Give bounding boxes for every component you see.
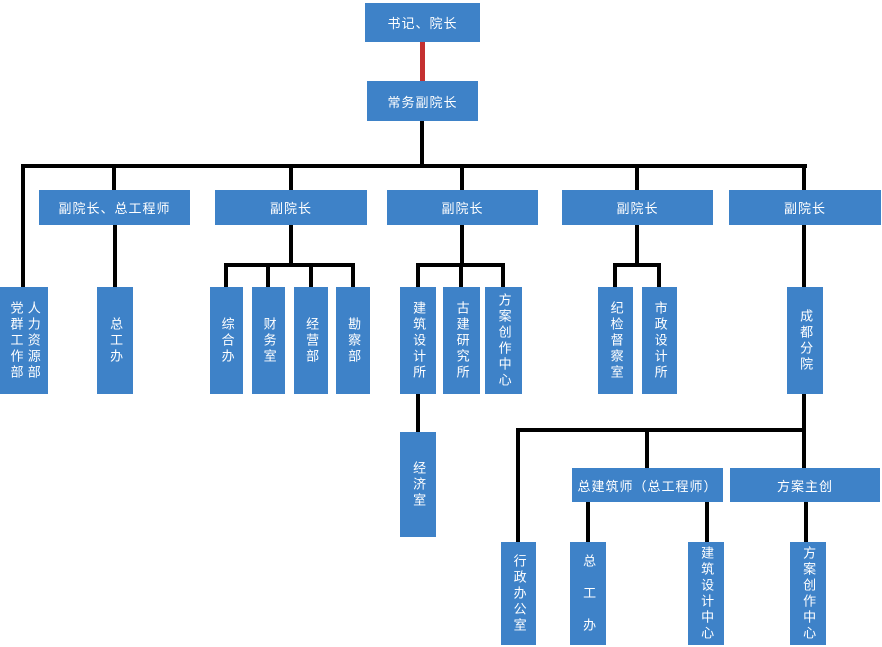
- connector-line: [635, 225, 639, 267]
- org-node-survey-dept[interactable]: 勘察部: [336, 287, 370, 394]
- connector-line: [351, 263, 355, 287]
- org-node-label: 纪检督察室: [608, 300, 624, 381]
- connector-line-red: [420, 42, 425, 81]
- connector-line: [516, 428, 806, 432]
- connector-line: [804, 502, 808, 542]
- org-node-vp-chief-engineer[interactable]: 副院长、总工程师: [39, 190, 190, 225]
- org-node-finance-office[interactable]: 财务室: [252, 287, 285, 394]
- connector-line: [21, 164, 25, 287]
- connector-line: [224, 263, 355, 267]
- org-node-label: 建筑设计中心: [699, 545, 715, 642]
- connector-line: [266, 263, 270, 287]
- connector-line: [309, 263, 313, 287]
- org-node-chengdu-branch[interactable]: 成都分院: [787, 287, 823, 394]
- org-node-label: 建筑设计所: [411, 300, 427, 381]
- connector-line: [516, 428, 520, 542]
- org-node-architectural-design-institute[interactable]: 建筑设计所: [400, 287, 436, 394]
- org-node-label: 副院长: [441, 201, 484, 216]
- connector-line: [460, 164, 464, 190]
- org-node-label: 古建研究所: [454, 300, 470, 381]
- org-node-label: 副院长、总工程师: [58, 201, 171, 216]
- connector-line: [21, 164, 807, 168]
- org-node-label: 行政办公室: [511, 553, 527, 634]
- org-node-label: 成都分院: [798, 308, 814, 373]
- connector-line: [289, 225, 293, 267]
- org-node-discipline-inspection-office[interactable]: 纪检督察室: [598, 287, 633, 394]
- connector-line: [416, 394, 420, 432]
- connector-line: [635, 164, 639, 190]
- connector-line: [416, 263, 420, 287]
- org-node-label: 勘察部: [346, 316, 362, 365]
- org-node-ancient-architecture-institute[interactable]: 古建研究所: [443, 287, 480, 394]
- connector-line: [459, 263, 463, 287]
- org-node-secretary-president[interactable]: 书记、院长: [365, 3, 480, 42]
- org-node-business-dept[interactable]: 经营部: [294, 287, 328, 394]
- org-node-label: 方案创作中心: [801, 545, 817, 642]
- org-node-label: 综合办: [219, 316, 235, 365]
- org-node-economy-office[interactable]: 经济室: [400, 432, 436, 537]
- org-node-vp-4[interactable]: 副院长: [562, 190, 713, 225]
- org-node-chief-engineer-office[interactable]: 总工办: [97, 287, 133, 394]
- org-node-label: 书记、院长: [387, 16, 458, 31]
- org-node-architectural-design-center[interactable]: 建筑设计中心: [688, 542, 724, 645]
- connector-line: [289, 164, 293, 190]
- org-node-scheme-creation-center-branch[interactable]: 方案创作中心: [790, 542, 826, 645]
- org-node-label: 党群工作部: [8, 300, 24, 381]
- org-node-label: 市政设计所: [652, 300, 668, 381]
- org-node-scheme-creation-center[interactable]: 方案创作中心: [485, 287, 522, 394]
- org-node-label: 副院长: [783, 201, 826, 216]
- org-node-label: 总工办: [108, 316, 124, 365]
- connector-line: [113, 225, 117, 287]
- org-node-label: 方案主创: [776, 478, 833, 494]
- connector-line: [613, 263, 661, 267]
- connector-line: [460, 225, 464, 267]
- connector-line: [613, 263, 617, 287]
- org-node-label: 副院长: [269, 201, 312, 216]
- connector-line: [802, 164, 806, 190]
- org-node-chief-architect[interactable]: 总建筑师（总工程师）: [572, 468, 723, 502]
- org-node-vp-5[interactable]: 副院长: [729, 190, 881, 225]
- org-node-party-mass-hr-dept[interactable]: 党群工作部人力资源部: [0, 287, 48, 394]
- org-node-municipal-design-institute[interactable]: 市政设计所: [642, 287, 677, 394]
- org-node-label: 总 工 办: [581, 553, 597, 634]
- connector-line: [112, 164, 116, 190]
- org-node-vp-3[interactable]: 副院长: [387, 190, 538, 225]
- connector-line: [802, 225, 806, 287]
- org-node-general-affairs-office[interactable]: 综合办: [210, 287, 243, 394]
- connector-line: [645, 428, 649, 468]
- connector-line: [586, 502, 590, 542]
- org-node-label: 方案创作中心: [496, 292, 512, 389]
- org-node-scheme-lead[interactable]: 方案主创: [730, 468, 880, 502]
- connector-line: [705, 502, 709, 542]
- org-node-label: 财务室: [261, 316, 277, 365]
- connector-line: [420, 121, 424, 168]
- org-node-chief-engineer-office-branch[interactable]: 总 工 办: [570, 542, 606, 645]
- org-node-label: 经营部: [304, 316, 320, 365]
- org-node-label: 常务副院长: [387, 94, 458, 110]
- connector-line: [802, 394, 806, 432]
- connector-line: [657, 263, 661, 287]
- connector-line: [501, 263, 505, 287]
- org-node-admin-office[interactable]: 行政办公室: [501, 542, 536, 645]
- connector-line: [224, 263, 228, 287]
- connector-line: [802, 428, 806, 468]
- org-node-label: 副院长: [616, 201, 659, 216]
- org-node-executive-vice-president[interactable]: 常务副院长: [367, 81, 478, 121]
- org-node-vp-2[interactable]: 副院长: [215, 190, 367, 225]
- org-node-label: 人力资源部: [25, 300, 41, 381]
- org-node-label: 经济室: [411, 460, 427, 509]
- org-node-label: 总建筑师（总工程师）: [577, 478, 718, 494]
